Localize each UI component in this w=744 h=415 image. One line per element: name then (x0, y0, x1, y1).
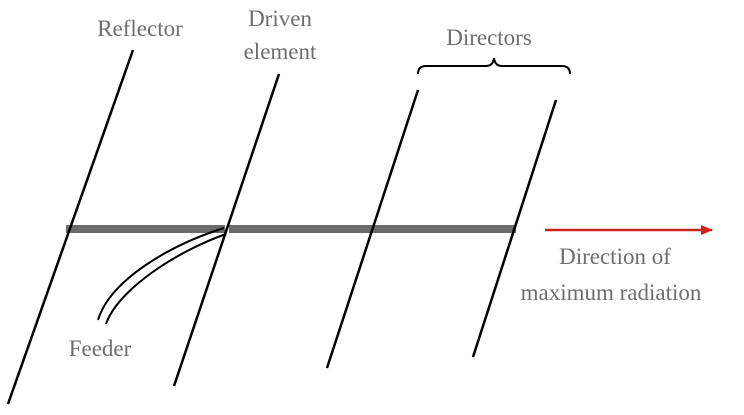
driven-element-label-line1: Driven (248, 6, 312, 31)
direction-label-line2: maximum radiation (521, 280, 702, 305)
reflector-element (6, 49, 135, 405)
feeder-label: Feeder (69, 336, 132, 361)
driven-element (172, 73, 281, 387)
direction-label-line1: Direction of (559, 244, 671, 269)
director-element-1 (325, 89, 420, 369)
directors-label: Directors (446, 25, 532, 50)
feeder-line-outer (97, 227, 225, 321)
feeder-line-inner (105, 233, 227, 325)
director-element-2 (471, 99, 558, 358)
driven-element-label-line2: element (244, 39, 317, 64)
reflector-label: Reflector (97, 16, 183, 41)
boom-left-segment (66, 225, 225, 233)
directors-brace (417, 57, 571, 75)
